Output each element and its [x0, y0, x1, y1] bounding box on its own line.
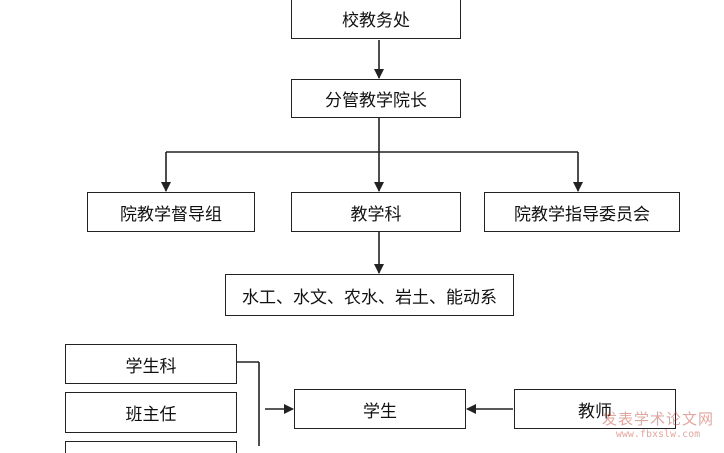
node-label: 教学科 [350, 204, 402, 225]
node-vice-dean: 分管教学院长 [291, 79, 461, 118]
watermark-url: www.fbxslw.com [615, 429, 701, 440]
node-label: 校教务处 [342, 10, 410, 31]
watermark: 发表学术论文网 www.fbxslw.com [602, 408, 714, 440]
node-teacher: 教师 [514, 389, 676, 429]
node-label: 院教学督导组 [120, 204, 222, 225]
node-label: 班主任 [125, 405, 177, 425]
node-label: 分管教学院长 [325, 91, 427, 111]
node-class-teacher: 班主任 [65, 392, 237, 433]
watermark-text: 发表学术论文网 [601, 410, 714, 428]
node-label: 学生 [363, 401, 397, 422]
node-student-section: 学生科 [65, 344, 237, 384]
node-label: 水工、水文、农水、岩土、能动系 [242, 287, 497, 308]
node-departments: 水工、水文、农水、岩土、能动系 [225, 274, 514, 316]
node-label: 学生科 [125, 356, 177, 377]
node-teaching-section: 教学科 [291, 192, 461, 232]
node-academic-affairs: 校教务处 [291, 0, 461, 39]
node-student: 学生 [294, 389, 466, 429]
node-partial-box [65, 441, 237, 453]
node-guidance-committee: 院教学指导委员会 [484, 192, 680, 232]
node-label: 教师 [578, 401, 612, 422]
node-supervision-group: 院教学督导组 [87, 192, 255, 232]
node-label: 院教学指导委员会 [514, 204, 650, 225]
